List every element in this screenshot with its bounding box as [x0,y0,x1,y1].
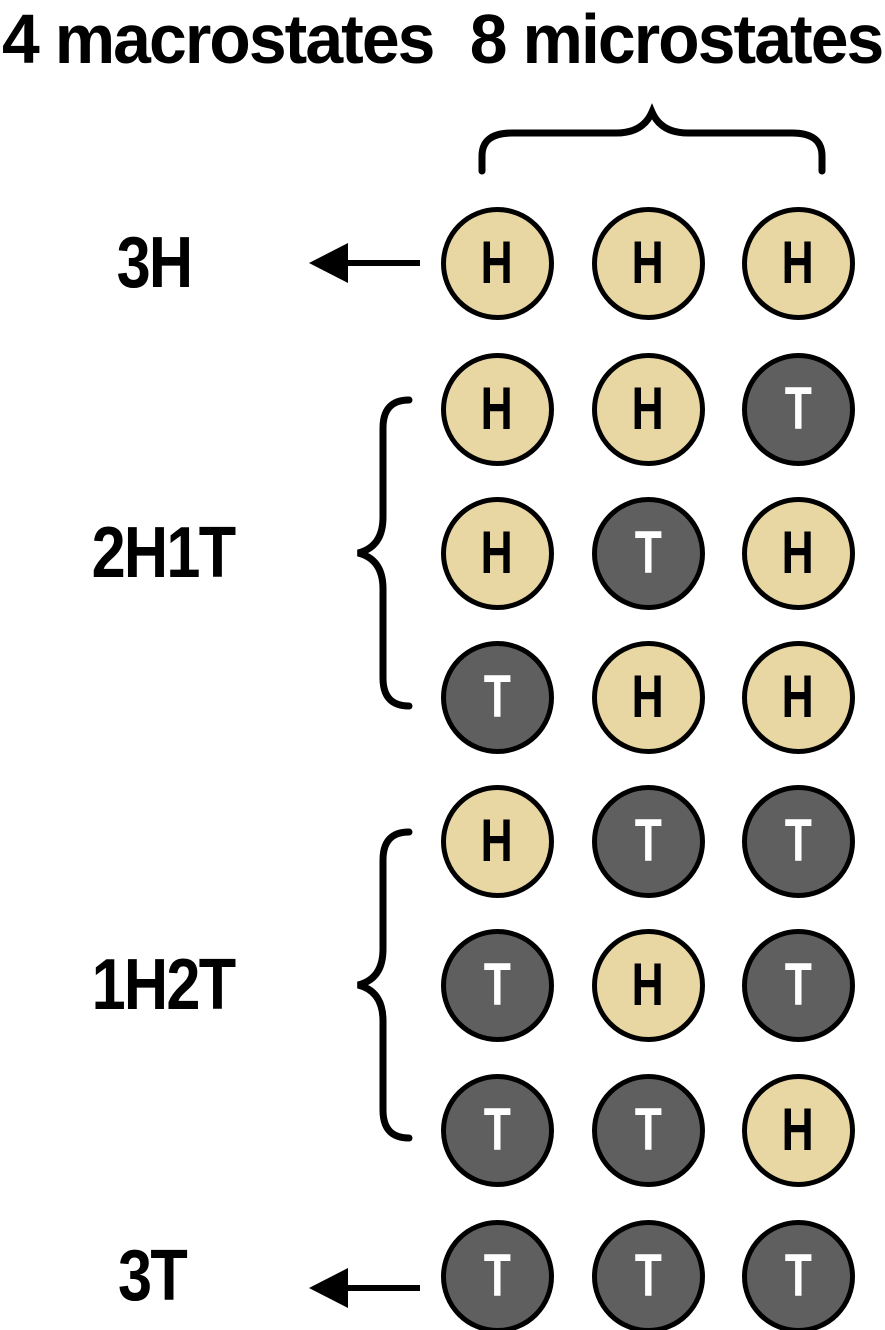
macrostates-count-title: 4 macrostates [2,0,435,78]
coin-letter: T [784,1242,812,1309]
coin-letter: H [480,375,514,442]
macrostate-label-3h: 3H [116,223,194,303]
coin-tails: T [440,640,554,754]
coin-heads: H [591,206,705,320]
coin-letter: H [631,951,665,1018]
coin-letter: T [634,807,662,874]
coin-tails: T [591,784,705,898]
coin-heads: H [591,352,705,466]
coin-letter: T [784,375,812,442]
coin-heads: H [440,496,554,610]
coin-letter: H [631,663,665,730]
coin-letter: H [781,229,815,296]
macrostate-label-2h1t: 2H1T [91,513,237,593]
coin-heads: H [440,784,554,898]
brace-2h1t [356,396,413,710]
coin-heads: H [741,1073,855,1187]
coin-letter: T [634,1096,662,1163]
coin-tails: T [591,496,705,610]
brace-1h2t [356,828,413,1142]
coin-letter: T [634,519,662,586]
coin-letter: T [784,807,812,874]
coin-letter: H [480,519,514,586]
arrow-3h [309,243,420,283]
coin-letter: H [781,663,815,730]
coin-letter: T [483,663,511,730]
coin-letter: H [781,519,815,586]
coin-letter: T [784,951,812,1018]
coin-letter: H [480,229,514,296]
coin-tails: T [741,928,855,1042]
macrostate-label-1h2t: 1H2T [91,945,237,1025]
coin-letter: H [631,375,665,442]
coin-tails: T [591,1219,705,1330]
coin-tails: T [741,784,855,898]
coin-letter: T [483,1242,511,1309]
coin-heads: H [741,496,855,610]
diagram-title: 4 macrostates 8 microstates [2,0,884,78]
coin-letter: H [480,807,514,874]
coin-heads: H [741,640,855,754]
macrostate-label-3t: 3T [117,1236,188,1316]
coin-letter: T [483,951,511,1018]
coin-letter: T [483,1096,511,1163]
coin-tails: T [440,1219,554,1330]
coin-tails: T [591,1073,705,1187]
coin-heads: H [591,928,705,1042]
coin-heads: H [741,206,855,320]
microstates-count-title: 8 microstates [469,0,884,78]
coin-letter: H [631,229,665,296]
coin-heads: H [440,352,554,466]
coin-letter: T [634,1242,662,1309]
coin-tails: T [440,928,554,1042]
coin-heads: H [591,640,705,754]
coin-letter: H [781,1096,815,1163]
arrow-3t [309,1268,420,1308]
coin-heads: H [440,206,554,320]
coin-tails: T [741,352,855,466]
coin-tails: T [440,1073,554,1187]
microstates-top-brace [478,103,826,175]
coin-tails: T [741,1219,855,1330]
